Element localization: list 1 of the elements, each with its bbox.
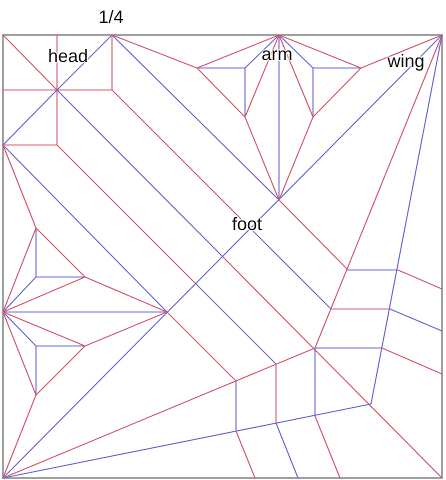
fraction-label: 1/4	[98, 8, 124, 26]
